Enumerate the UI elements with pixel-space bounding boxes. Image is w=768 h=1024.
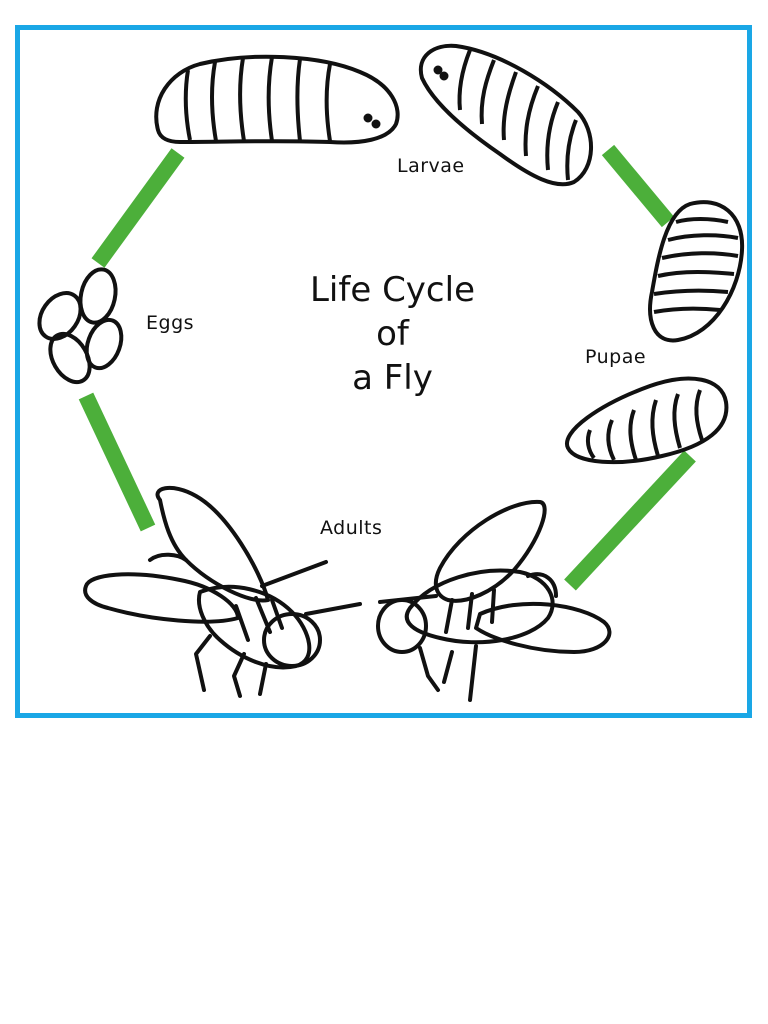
larva-right-icon <box>418 43 593 187</box>
fly-right-icon <box>376 499 612 702</box>
arrow-pupae-to-adults <box>564 450 696 591</box>
title-line-2: of <box>376 314 409 354</box>
eggs-icon <box>37 267 124 385</box>
title-line-1: Life Cycle <box>309 270 475 310</box>
label-pupae: Pupae <box>585 346 647 368</box>
pupa-lying-icon <box>565 376 729 465</box>
arrow-larvae-to-pupae <box>601 144 675 228</box>
arrow-eggs-to-larvae <box>91 148 185 268</box>
cycle-arrows <box>78 144 696 591</box>
title-line-3: a Fly <box>352 358 433 398</box>
label-larvae: Larvae <box>397 155 465 177</box>
fly-left-icon <box>83 485 362 698</box>
label-eggs: Eggs <box>146 312 195 334</box>
label-adults: Adults <box>320 517 383 539</box>
diagram-title: Life Cycle of a Fly <box>280 268 505 400</box>
arrow-adults-to-eggs <box>78 392 156 532</box>
pupa-upright-icon <box>648 200 745 343</box>
larva-left-icon <box>154 54 400 145</box>
